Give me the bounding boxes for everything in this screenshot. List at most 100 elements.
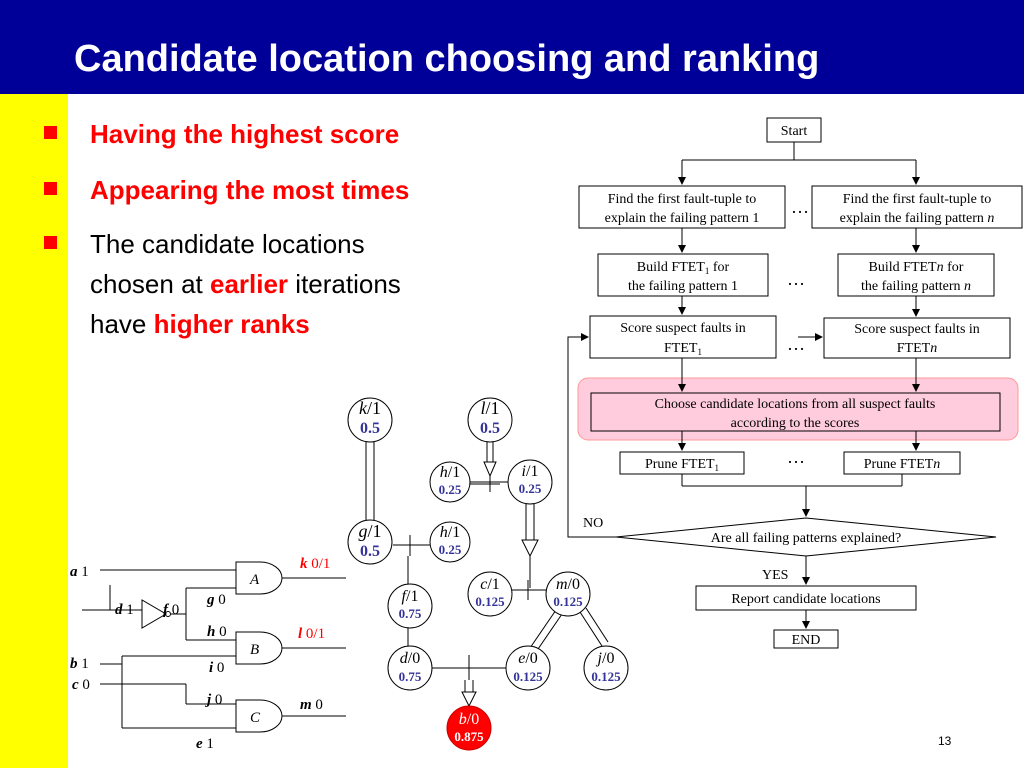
svg-text:0.25: 0.25 <box>519 481 542 496</box>
score-box-n <box>823 317 1011 359</box>
signal-b: b 1 <box>70 656 89 672</box>
find-box-1-line2: explain the failing pattern 1 <box>605 211 760 226</box>
build-box-1 <box>597 253 769 297</box>
svg-text:C: C <box>250 710 261 726</box>
build-box-n-line1: Build FTETn for <box>869 260 964 275</box>
svg-text:0.125: 0.125 <box>475 594 505 609</box>
dots-1: … <box>791 197 809 217</box>
tree-node-f: f/1 0.75 <box>387 583 433 629</box>
logic-circuit: A B C a 1 d 1 f 0 b 1 c 0 e 1 g 0 h 0 i … <box>70 556 346 752</box>
tree-node-b: b/0 0.875 <box>446 705 492 751</box>
end-box <box>773 629 839 649</box>
tree-node-m: m/0 0.125 <box>545 571 591 617</box>
and-gate-b <box>235 631 283 665</box>
bullet-3-line3a: have <box>90 309 154 339</box>
svg-text:m/0: m/0 <box>556 576 580 593</box>
signal-i: i 0 <box>209 660 224 676</box>
bullet-3-line2b: iterations <box>288 269 401 299</box>
tree-node-i: i/1 0.25 <box>507 459 553 505</box>
svg-text:b/0: b/0 <box>459 711 479 728</box>
choose-box-line2: according to the scores <box>731 416 860 431</box>
left-accent-bar <box>0 94 68 768</box>
choose-box-line1: Choose candidate locations from all susp… <box>655 397 936 412</box>
score-box-n-line2: FTETn <box>897 341 937 356</box>
bullet-3-emph-earlier: earlier <box>209 269 289 299</box>
slide-number: 13 <box>938 734 952 748</box>
signal-l: l 0/1 <box>298 626 325 642</box>
tree-node-e: e/0 0.125 <box>505 645 551 691</box>
svg-text:0.25: 0.25 <box>439 542 462 557</box>
signal-g: g 0 <box>206 592 226 608</box>
svg-text:f/1: f/1 <box>402 588 419 605</box>
tree-node-c: c/1 0.125 <box>467 571 513 617</box>
signal-f: f 0 <box>163 602 179 618</box>
svg-text:0.5: 0.5 <box>360 543 380 560</box>
signal-m: m 0 <box>300 697 323 713</box>
prune-box-n-label: Prune FTETn <box>864 457 941 472</box>
prune-box-1-label: Prune FTET1 <box>645 457 719 473</box>
build-box-n-line2: the failing pattern n <box>861 279 971 294</box>
svg-text:l/1: l/1 <box>480 398 499 418</box>
tree-node-g: g/1 0.5 <box>347 519 393 565</box>
find-box-n-line2: explain the failing pattern n <box>840 211 995 226</box>
report-box <box>695 585 917 611</box>
svg-text:0.75: 0.75 <box>399 606 422 621</box>
tree-node-d: d/0 0.75 <box>387 645 433 691</box>
svg-text:A: A <box>249 572 260 588</box>
tree-node-k: k/1 0.5 <box>347 397 393 443</box>
score-box-1-line2: FTET1 <box>664 341 702 357</box>
score-box-1 <box>589 315 777 359</box>
slide-title: Candidate location choosing and ranking <box>74 38 820 80</box>
find-box-1-line1: Find the first fault-tuple to <box>608 192 757 207</box>
score-box-n-line1: Score suspect faults in <box>854 322 980 337</box>
dots-4: … <box>787 447 805 467</box>
bullet-3-line2a: chosen at <box>90 269 210 299</box>
svg-text:0.125: 0.125 <box>591 669 621 684</box>
bullet-square-icon <box>44 126 57 139</box>
svg-text:0.75: 0.75 <box>399 669 422 684</box>
find-box-n-line1: Find the first fault-tuple to <box>843 192 992 207</box>
find-box-1 <box>578 185 786 229</box>
svg-text:k/1: k/1 <box>359 398 381 418</box>
dots-2: … <box>787 269 805 289</box>
signal-j: j 0 <box>205 692 222 708</box>
svg-text:0.5: 0.5 <box>360 420 380 437</box>
signal-c: c 0 <box>72 677 90 693</box>
svg-text:i/1: i/1 <box>522 463 539 480</box>
choose-box <box>590 392 1001 432</box>
svg-text:0.125: 0.125 <box>553 594 583 609</box>
end-label: END <box>792 633 821 648</box>
build-box-n <box>837 253 995 297</box>
bullet-square-icon <box>44 236 57 249</box>
fault-tree: k/1 0.5 l/1 0.5 h/1 0.25 i/1 0.25 g/1 0.… <box>347 397 629 751</box>
flowchart: Start Find the first fault-tuple to expl… <box>567 117 1023 649</box>
title-bar <box>0 0 1024 94</box>
signal-d: d 1 <box>115 602 134 618</box>
svg-text:0.875: 0.875 <box>454 729 484 744</box>
decision-label: Are all failing patterns explained? <box>711 531 901 546</box>
tree-node-j: j/0 0.125 <box>583 645 629 691</box>
find-box-n <box>811 185 1023 229</box>
svg-text:d/0: d/0 <box>400 650 420 667</box>
tree-node-h-upper: h/1 0.25 <box>429 461 471 503</box>
svg-text:h/1: h/1 <box>440 464 460 481</box>
svg-text:h/1: h/1 <box>440 524 460 541</box>
yes-label: YES <box>762 568 788 583</box>
start-label: Start <box>781 124 808 139</box>
bullet-3-emph-higher-ranks: higher ranks <box>153 309 310 339</box>
and-gate-c <box>235 699 283 733</box>
build-box-1-line1: Build FTET1 for <box>637 260 730 276</box>
tree-node-l: l/1 0.5 <box>467 397 513 443</box>
svg-text:g/1: g/1 <box>358 521 381 541</box>
signal-k: k 0/1 <box>300 556 330 572</box>
bullet-3-text: The candidate locations chosen at earlie… <box>90 224 401 344</box>
svg-text:e/0: e/0 <box>518 650 538 667</box>
signal-a: a 1 <box>70 564 89 580</box>
signal-e: e 1 <box>196 736 214 752</box>
bullet-3-line1: The candidate locations <box>90 229 365 259</box>
signal-h: h 0 <box>207 624 227 640</box>
svg-text:0.5: 0.5 <box>480 420 500 437</box>
dots-3: … <box>787 334 805 354</box>
tree-node-h-lower: h/1 0.25 <box>429 521 471 563</box>
